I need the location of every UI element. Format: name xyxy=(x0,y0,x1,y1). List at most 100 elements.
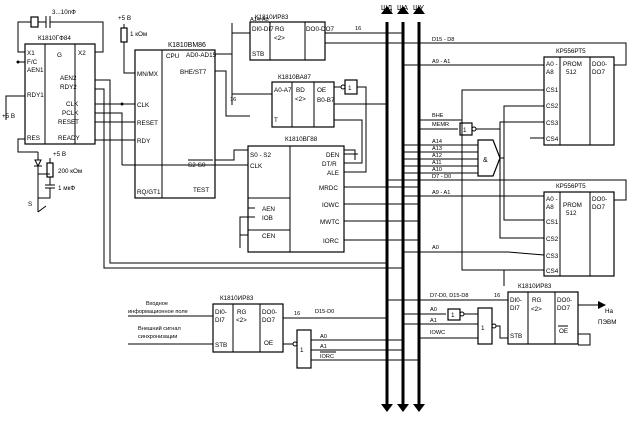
latch-out-2: <2> xyxy=(531,306,542,313)
prom2-512: 512 xyxy=(566,210,577,217)
sig-a0-bot: A0 xyxy=(320,334,327,340)
switch-label: S xyxy=(28,201,32,208)
latch-top-di: DI0-DI7 xyxy=(252,26,274,33)
sig-a11: A11 xyxy=(432,160,442,166)
prom2-cs3: CS3 xyxy=(546,253,559,260)
sig-d15d0: D15-D0 xyxy=(315,309,334,315)
sig-iorc: IORC xyxy=(320,354,334,360)
latch-top-rg: RG xyxy=(275,26,285,33)
prom2-do0: DO0- xyxy=(592,196,607,203)
prom1-cs4: CS4 xyxy=(546,136,559,143)
pin-fc: F/C xyxy=(27,59,38,66)
latch-out-di7: DI7 xyxy=(510,305,520,312)
latch-in-stb: STB xyxy=(215,342,227,349)
input-field-label-1: Входное xyxy=(146,301,168,307)
latch-out-do7: DO7 xyxy=(557,305,570,312)
transceiver-b: B0-B7 xyxy=(317,97,335,104)
sig-a1-out: A1 xyxy=(430,318,437,324)
bus-width-16-a: 16 xyxy=(230,97,236,103)
out-label-2: ПЭВМ xyxy=(598,319,617,326)
transceiver-t: T xyxy=(274,117,278,124)
latch-in-oe: OE xyxy=(264,340,273,347)
latch-out-rg: RG xyxy=(532,297,542,304)
control-bus-label: ШУ xyxy=(413,5,424,12)
input-field-label-2: информационное поле xyxy=(128,309,188,315)
pin-aen1: AEN1 xyxy=(27,67,44,74)
transceiver-a: A0-A7 xyxy=(274,87,292,94)
prom1-cs2: CS2 xyxy=(546,103,559,110)
system-buses: ШД ША ШУ xyxy=(381,5,425,412)
prom1-512: 512 xyxy=(566,69,577,76)
pin-test: TEST xyxy=(193,187,209,194)
vcc-label-cpu: +5 В xyxy=(118,15,131,22)
reset-circuit: +5 В 200 кОм 1 мкФ S xyxy=(17,138,82,213)
pin-cpu-reset: RESET xyxy=(137,120,158,127)
bus-controller-chip: К1810ВГ88 S0 - S2 CLK DEN DT/R ALE MRDC … xyxy=(239,119,419,253)
bus-width-16-c: 16 xyxy=(294,311,300,317)
clock-generator-chip: К1810ГФ84 X1 F/C AEN1 RDY1 RES G X2 AEN2… xyxy=(24,35,96,145)
latch-out-part: К1810ИР83 xyxy=(518,283,552,290)
pin-res: RES xyxy=(27,135,40,142)
pin-ad-bus: AD0-AD15 xyxy=(186,52,217,59)
prom2-prom: PROM xyxy=(563,202,582,209)
sig-a9a1-top: A9 - A1 xyxy=(432,59,450,65)
bus-signal-lines: D15 - D8 A9 - A1 BHE MEMR A14 A13 A12 A1… xyxy=(325,37,610,286)
inverter-top-1: 1 xyxy=(348,85,352,92)
sig-a14a0: A14-A0 xyxy=(250,17,269,23)
sig-iowc: IOWC xyxy=(430,330,445,336)
pin-rdy2: RDY2 xyxy=(60,84,77,91)
latch-top-part: К1810ИР83 xyxy=(255,14,289,21)
latch-in-rg: RG xyxy=(237,309,247,316)
vcc-label-reset: +5 В xyxy=(53,151,66,158)
bc-clk: CLK xyxy=(250,163,263,170)
prom2-a0: A0 - xyxy=(546,196,558,203)
latch-in-di0: DI0- xyxy=(215,309,227,316)
prom1-cs1: CS1 xyxy=(546,87,559,94)
output-latch-chip: К1810ИР83 DI0- DI7 RG <2> DO0- DO7 STB O… xyxy=(387,283,617,346)
gate-in-1: 1 xyxy=(300,347,304,354)
prom2-do7: DO7 xyxy=(592,204,605,211)
sig-bhe: BHE xyxy=(432,113,444,119)
clock-gen-part: К1810ГФ84 xyxy=(38,35,71,42)
latch-out-di0: DI0- xyxy=(510,297,522,304)
address-bus-label: ША xyxy=(397,5,408,12)
bc-aen: AEN xyxy=(262,206,275,213)
bc-ale: ALE xyxy=(327,170,339,177)
crystal-circuit: 3...10пФ xyxy=(16,9,104,64)
bc-mwtc: MWTC xyxy=(320,219,340,226)
transceiver-bd: BD xyxy=(296,87,305,94)
resistor-200k-label: 200 кОм xyxy=(58,168,82,175)
latch-out-stb: STB xyxy=(510,333,522,340)
vcc-label-left: +5 В xyxy=(2,113,15,120)
sig-a10: A10 xyxy=(432,167,442,173)
bus-width-16-d: 16 xyxy=(494,293,500,299)
inverter-out-1: 1 xyxy=(451,312,455,319)
transceiver-oe: OE xyxy=(317,87,326,94)
sig-d7d0: D7 - D0 xyxy=(432,174,451,180)
transceiver-2: <2> xyxy=(295,96,306,103)
sync-label-1: Внешний сигнал xyxy=(138,325,181,332)
cpu-center: CPU xyxy=(166,53,180,60)
data-bus-label: ШД xyxy=(381,5,392,12)
bc-cen: CEN xyxy=(262,233,276,240)
gate-out-1: 1 xyxy=(481,325,485,332)
pin-bhe: BHE/ST7 xyxy=(180,69,207,76)
cap-1uf-label: 1 мкФ xyxy=(58,185,75,192)
pin-ready: READY xyxy=(58,135,80,142)
transceiver-chip: К1810ВА87 A0-A7 BD <2> OE B0-B7 T 1 xyxy=(250,74,387,160)
sig-a0-mid: A0 xyxy=(432,245,439,251)
pin-mnmx: MN/MX xyxy=(137,71,159,78)
bc-den: DEN xyxy=(326,152,340,159)
sig-a14: A14 xyxy=(432,139,442,145)
prom1-do0: DO0- xyxy=(592,61,607,68)
prom1-a8: A8 xyxy=(546,69,554,76)
clock-gen-center: G xyxy=(57,52,62,59)
transceiver-part: К1810ВА87 xyxy=(278,74,311,81)
resistor-1k-label: 1 кОм xyxy=(130,31,147,38)
inverter-memr-1: 1 xyxy=(463,127,467,134)
pin-clk: CLK xyxy=(66,101,79,108)
out-label-1: На xyxy=(605,308,614,315)
pin-pclk: PCLK xyxy=(62,110,79,117)
sync-label-2: синхронизации xyxy=(138,334,177,340)
